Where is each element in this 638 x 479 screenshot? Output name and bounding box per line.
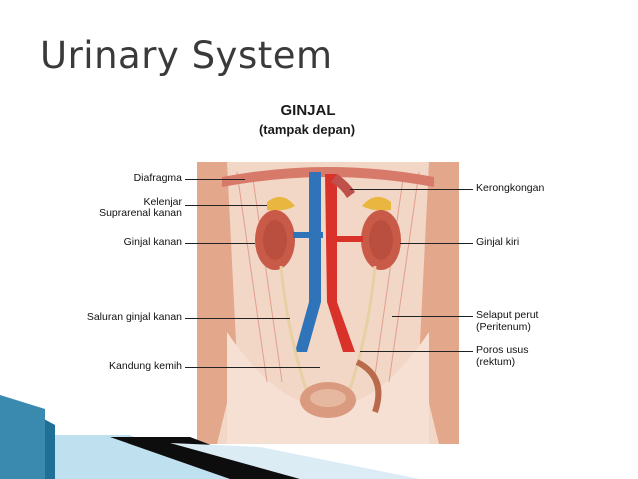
label-rektum: (rektum) [476,356,516,368]
label-saluran-ginjal-kanan: Saluran ginjal kanan [86,311,182,323]
leader-line-kandung-kemih [185,367,320,368]
label-kelenjar: Kelenjar [143,196,182,208]
leader-line-kerongkongan [350,189,473,190]
label-kandung-kemih: Kandung kemih [109,360,182,372]
label-diafragma: Diafragma [133,172,182,184]
label-poros-usus: Poros usus [476,344,529,356]
leader-line-ginjal-kiri [400,243,473,244]
label-suprarenal-kanan: Suprarenal kanan [99,207,182,219]
leader-line-diafragma [185,179,245,180]
leader-line-ginjal-kanan [185,243,255,244]
label-ginjal-kiri: Ginjal kiri [476,236,520,248]
figure-subtitle: (tampak depan) [258,122,356,137]
label-ginjal-kanan: Ginjal kanan [123,236,182,248]
label-kerongkongan: Kerongkongan [476,182,545,194]
label-selaput-perut: Selaput perut [476,309,539,321]
leader-line-suprarenal [185,205,267,206]
leader-line-selaput-perut [392,316,473,317]
figure-title: GINJAL [280,102,336,119]
slide-title: Urinary System [40,34,333,77]
decorative-swoosh [0,395,420,479]
leader-line-poros-usus [360,351,473,352]
kidney-anatomy-illustration [197,162,459,444]
leader-line-saluran [185,318,290,319]
label-peritenum: (Peritenum) [476,321,531,333]
